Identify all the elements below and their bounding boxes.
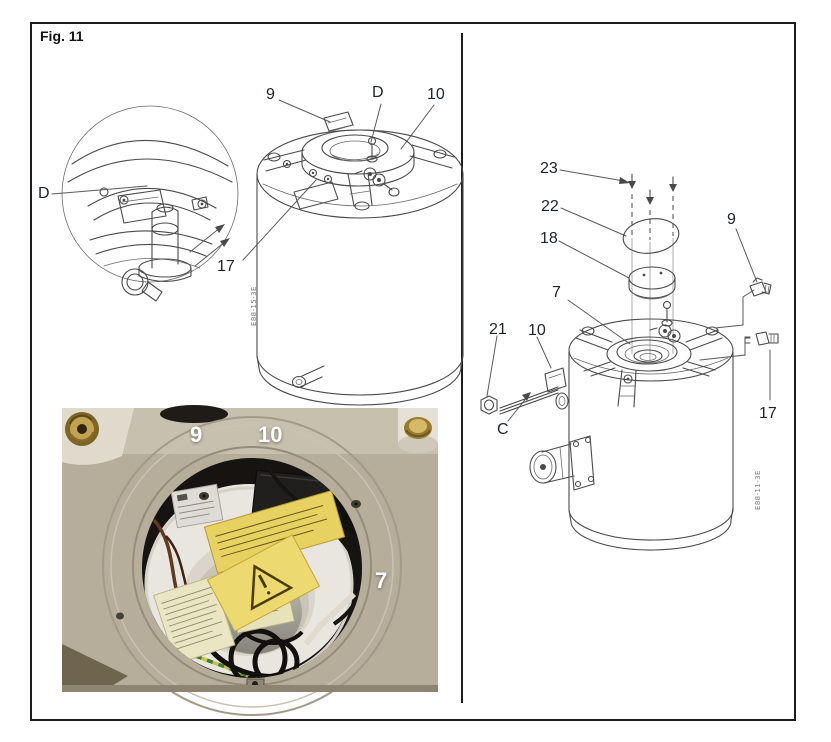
nut-21 [480, 395, 498, 415]
part-label-22: 22 [541, 198, 559, 215]
warning-triangle-icon [206, 534, 321, 632]
side-unit [529, 435, 595, 491]
panel-divider [461, 33, 463, 703]
part-label-18: 18 [540, 230, 558, 247]
left-tank-label-d: D [372, 84, 384, 101]
left-tank-label-9: 9 [266, 86, 275, 103]
left-tank-body: E88-15-3E [189, 99, 464, 406]
clip-10 [544, 367, 569, 410]
tank-interior-photo [142, 458, 362, 678]
detail-circle-drawing [51, 105, 239, 302]
tank-top-photo [62, 405, 438, 716]
thermostat-label [170, 483, 224, 529]
fitting-9 [714, 277, 772, 329]
left-tank-label-10: 10 [427, 86, 445, 103]
brass-fitting-top-right [398, 408, 438, 453]
part-label-23: 23 [540, 160, 558, 177]
part-label-9: 9 [727, 211, 736, 228]
part-label-21: 21 [489, 321, 507, 338]
figure-title: Fig. 11 [40, 28, 84, 44]
anode-rod [499, 386, 559, 415]
right-drawing-code: E88-11-3E [754, 470, 762, 510]
part-label-10: 10 [528, 322, 546, 339]
left-tank-drawing: E88-15-3E [51, 99, 464, 406]
photo-label-10: 10 [258, 422, 283, 447]
part-label-c: C [497, 421, 509, 438]
fitting-17 [699, 331, 779, 361]
part-label-7: 7 [552, 284, 561, 301]
photo-label-9: 9 [190, 422, 203, 447]
left-tank-label-17: 17 [217, 258, 235, 275]
photo-label-7: 7 [375, 568, 388, 593]
brass-fitting-top-left [65, 412, 99, 446]
detail-view-label-d: D [38, 185, 50, 202]
part-label-17: 17 [759, 405, 777, 422]
lid-disc [628, 266, 676, 300]
left-drawing-code: E88-15-3E [250, 286, 258, 326]
right-exploded-drawing: E88-11-3E [480, 169, 779, 551]
